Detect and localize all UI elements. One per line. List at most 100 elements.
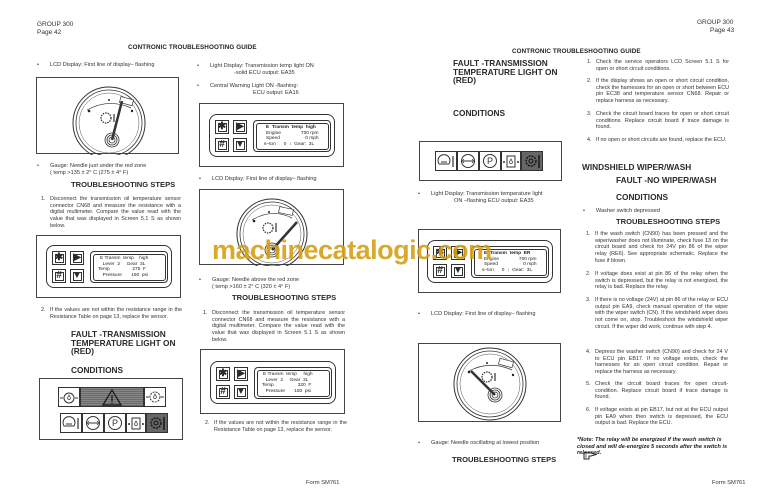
lcd-line-2: Engine 700 rpm bbox=[266, 130, 319, 136]
lcd-screen: E Transm temp high Lever 2 Gear 3L Temp … bbox=[254, 367, 332, 399]
step-1: 1. Disconnect the transmission oil tempe… bbox=[203, 310, 345, 343]
wiper-step-4: 4. Depress the washer switch (CN90) and … bbox=[586, 349, 728, 376]
wiper-step-5: 5. Check the circuit board traces for op… bbox=[586, 381, 728, 401]
hash-key[interactable]: # bbox=[216, 385, 230, 399]
star-key[interactable]: ✱ bbox=[216, 367, 230, 381]
lcd-line-1: E Transm temp high bbox=[100, 256, 149, 261]
bullet-gauge: • Gauge: Needle just under the red zone … bbox=[37, 163, 147, 176]
lcd-screen: E Transm temp high Engine 700 rpm Speed … bbox=[253, 120, 331, 152]
group-label: GROUP 300 bbox=[37, 21, 74, 28]
down-arrow-key[interactable]: ▼ bbox=[70, 269, 84, 283]
guide-title: CONTRONIC TROUBLESHOOTING GUIDE bbox=[512, 48, 641, 55]
guide-title: CONTRONIC TROUBLESHOOTING GUIDE bbox=[128, 44, 257, 51]
temperature-gauge-icon bbox=[72, 86, 146, 160]
svg-text:P: P bbox=[487, 156, 493, 166]
wiper-step-6: 6. If voltage exists at pin EB17, but no… bbox=[586, 407, 728, 427]
lcd-line-4: Pressure 150 psi bbox=[100, 272, 148, 278]
down-arrow-key[interactable]: ▼ bbox=[451, 264, 465, 278]
transmission-temp-icon bbox=[146, 413, 168, 433]
lcd-line-3: Temp 275 F bbox=[98, 267, 146, 272]
lcd-line-1: E Transm temp high bbox=[263, 372, 313, 377]
gauge-figure bbox=[418, 343, 561, 422]
lcd-line-4: s–ton 0 ↓ Gear: 3L bbox=[482, 267, 533, 273]
note: *Note: The relay will be energized if th… bbox=[577, 437, 735, 457]
hash-key[interactable]: # bbox=[52, 269, 66, 283]
right-arrow-key[interactable]: ▶ bbox=[451, 246, 465, 260]
warning-light-panel: P bbox=[39, 378, 183, 440]
coolant-level-icon bbox=[126, 413, 146, 433]
lcd-line-2: Lever 2 Gear 3L bbox=[100, 261, 146, 267]
transmission-temp-icon bbox=[521, 151, 543, 171]
svg-text:P: P bbox=[112, 418, 118, 428]
section-title: WINDSHIELD WIPER/WASH bbox=[582, 162, 692, 172]
hydraulic-oil-icon bbox=[144, 387, 166, 407]
bullet-lcd-display: •LCD Display: First line of display– fla… bbox=[37, 62, 155, 68]
conditions-heading: CONDITIONS bbox=[616, 192, 669, 202]
down-arrow-key[interactable]: ▼ bbox=[233, 138, 247, 152]
wiper-step-2: 2. If voltage does exist at pin 86 of th… bbox=[586, 271, 728, 291]
note-text: The relay will be energized if the wash … bbox=[577, 437, 728, 456]
note-label: *Note: bbox=[577, 437, 594, 443]
conditions-heading: CONDITIONS bbox=[71, 365, 124, 375]
engine-temp-icon bbox=[60, 413, 82, 433]
bullet-light-display: • Light Display: Transmission temp light… bbox=[197, 63, 314, 76]
fault-heading: FAULT -TRANSMISSION TEMPERATURE LIGHT ON… bbox=[453, 58, 558, 85]
bullet-gauge: • Gauge: Needle above the red zone ( tem… bbox=[199, 277, 300, 290]
lcd-panel-bezel: ✱ ▶ # ▼ E Transm temp high Lever 2 Gear … bbox=[46, 245, 172, 288]
pointing-hand-icon bbox=[583, 447, 598, 460]
lcd-line-3: Speed 0 mph bbox=[266, 136, 319, 141]
hash-key[interactable]: # bbox=[215, 138, 229, 152]
parking-brake-icon: P bbox=[104, 413, 126, 433]
step-3: 3. Check the circuit board traces for op… bbox=[587, 111, 729, 131]
step-2: 2. If the values are not within the resi… bbox=[205, 420, 347, 433]
lcd-line-1: E Transm temp high bbox=[266, 125, 316, 130]
star-key[interactable]: ✱ bbox=[215, 120, 229, 134]
central-warning-icon bbox=[80, 387, 144, 407]
lcd-line-4: s–ton 0 ↓ Gear: 3L bbox=[264, 141, 315, 147]
bullet-light-display: • Light Display: Transmission temperatur… bbox=[418, 191, 543, 204]
step-4: 4. If no open or short circuits are foun… bbox=[587, 137, 727, 143]
lcd-line-2: Lever 2 Gear 3L bbox=[263, 377, 309, 383]
bullet-gauge: •Gauge: Needle oscillating at lowest pos… bbox=[418, 440, 540, 446]
engine-oil-icon bbox=[58, 387, 80, 407]
form-number: Form SM761 bbox=[306, 480, 340, 486]
step-1: 1. Disconnect the transmission oil tempe… bbox=[41, 196, 181, 229]
engine-temp-icon bbox=[435, 151, 457, 171]
page-number: Page 43 bbox=[710, 27, 735, 34]
lcd-panel-bezel: ✱ ▶ # ▼ E Transm temp ER Engine 700 rpm … bbox=[427, 240, 553, 283]
bullet-lcd-display: •LCD Display: First line of display– fla… bbox=[418, 311, 536, 317]
star-key[interactable]: ✱ bbox=[433, 246, 447, 260]
wiper-step-3: 3. If there is no voltage (24V) at pin 8… bbox=[586, 297, 728, 330]
watermark: machinecatalogic.com bbox=[212, 235, 492, 265]
conditions-heading: CONDITIONS bbox=[453, 108, 506, 118]
brake-icon bbox=[82, 413, 104, 433]
parking-brake-icon: P bbox=[479, 151, 501, 171]
down-arrow-key[interactable]: ▼ bbox=[234, 385, 248, 399]
troubleshooting-steps-heading: TROUBLESHOOTING STEPS bbox=[616, 217, 721, 226]
lcd-panel-bezel: ✱ ▶ # ▼ E Transm temp high Engine 700 rp… bbox=[209, 114, 335, 157]
wiper-step-1: 1. If the wash switch (CN90) has been pr… bbox=[586, 231, 728, 264]
troubleshooting-steps-heading: TROUBLESHOOTING STEPS bbox=[71, 180, 176, 189]
lcd-panel-figure: ✱ ▶ # ▼ E Transm temp high Engine 700 rp… bbox=[199, 103, 344, 167]
lcd-line-4: Pressure 150 psi bbox=[263, 388, 311, 394]
step-2: 2. If the display shows an open or short… bbox=[587, 78, 729, 105]
right-arrow-key[interactable]: ▶ bbox=[233, 120, 247, 134]
lcd-panel-figure: ✱ ▶ # ▼ E Transm temp high Lever 2 Gear … bbox=[200, 349, 345, 414]
hash-key[interactable]: # bbox=[433, 264, 447, 278]
bullet-lcd-display: •LCD Display: First line of display– fla… bbox=[199, 176, 317, 182]
coolant-level-icon bbox=[501, 151, 521, 171]
bullet-washer-switch: •Washer switch depressed bbox=[583, 208, 660, 214]
page-number: Page 42 bbox=[37, 29, 62, 36]
lcd-screen: E Transm temp ER Engine 700 rpm Speed 0 … bbox=[471, 246, 549, 278]
right-arrow-key[interactable]: ▶ bbox=[234, 367, 248, 381]
temperature-gauge-icon bbox=[453, 347, 527, 421]
star-key[interactable]: ✱ bbox=[52, 251, 66, 265]
troubleshooting-steps-heading: TROUBLESHOOTING STEPS bbox=[232, 293, 337, 302]
right-arrow-key[interactable]: ▶ bbox=[70, 251, 84, 265]
gauge-figure bbox=[199, 189, 344, 270]
brake-icon bbox=[457, 151, 479, 171]
warning-light-panel: P bbox=[419, 141, 562, 181]
lcd-line-3: Speed 0 mph bbox=[484, 262, 537, 267]
group-label: GROUP 300 bbox=[697, 19, 734, 26]
lcd-line-3: Temp 320 F bbox=[262, 383, 312, 388]
